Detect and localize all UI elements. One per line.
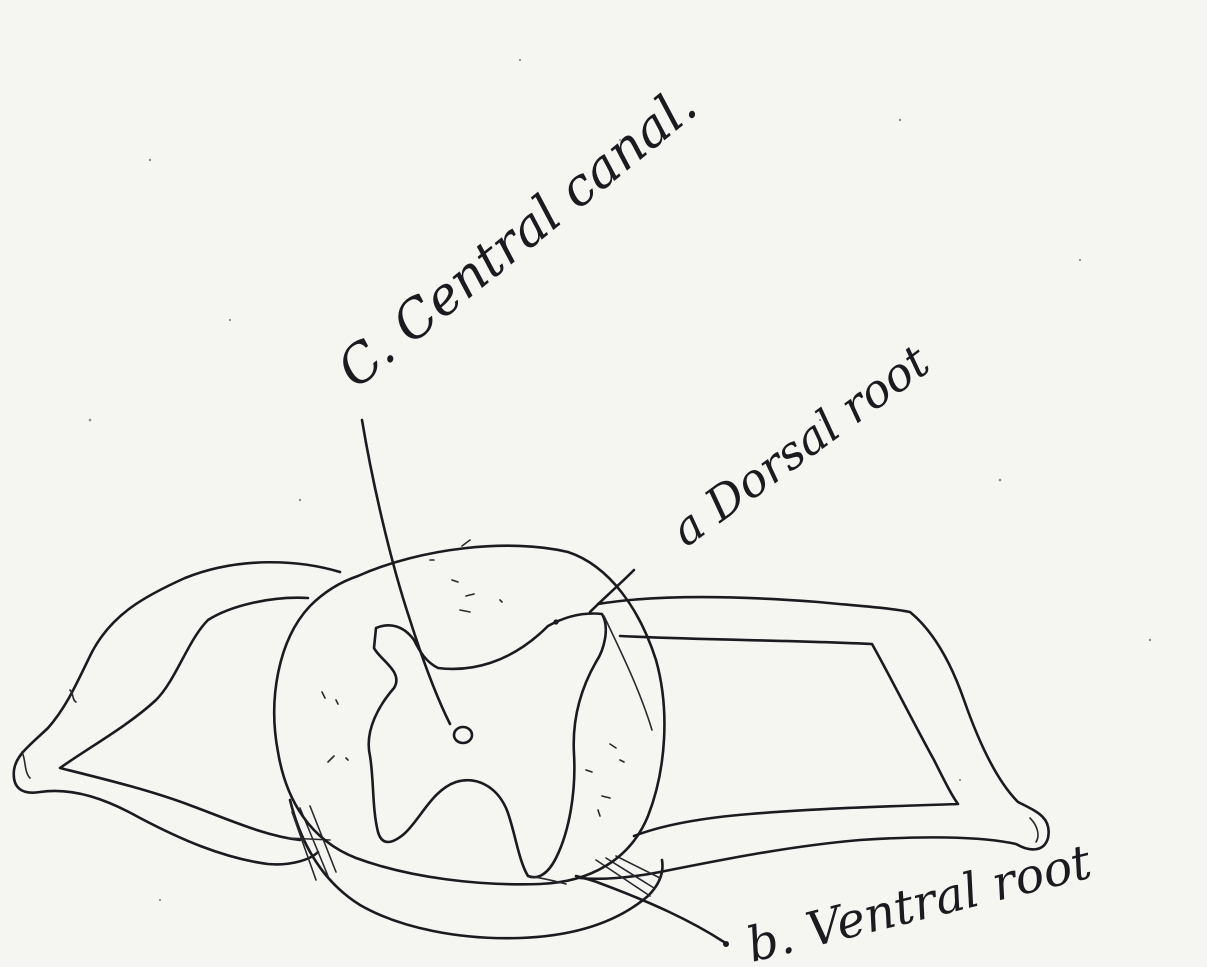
ventral-wing (290, 800, 662, 938)
right-nerve-wing-inner (620, 636, 958, 836)
label-ventral-root: b. Ventral root (741, 834, 1097, 967)
left-wing-notch (22, 690, 76, 778)
left-nerve-wing-inner (60, 598, 308, 840)
left-nerve-wing (14, 562, 340, 864)
white-matter-stipple (322, 540, 624, 816)
right-wing-notch (1030, 818, 1038, 842)
ventral-root-point (723, 941, 729, 947)
label-central-canal: C. Central canal. (326, 75, 708, 400)
leader-line-dorsal-root (590, 570, 634, 612)
right-nerve-wing (580, 597, 1049, 879)
central-canal-circle (454, 727, 472, 743)
grey-matter (369, 614, 606, 878)
label-dorsal-root: a Dorsal root (661, 334, 940, 557)
dorsal-root-point (553, 619, 558, 624)
leader-line-central-canal (362, 420, 450, 724)
